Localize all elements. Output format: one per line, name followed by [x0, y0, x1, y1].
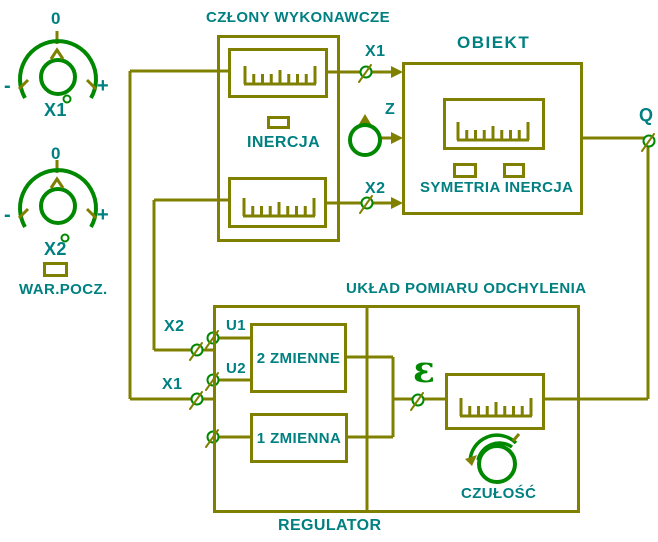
actuators-block-box: [217, 35, 340, 242]
signal-z-label: Z: [385, 101, 396, 118]
epsilon-symbol: ε: [413, 349, 436, 391]
x2-marker-icon: [60, 233, 70, 243]
probe-point-x1-out[interactable]: [358, 64, 373, 83]
actuator-meter-x2[interactable]: [228, 177, 327, 228]
actuator-meter-x1[interactable]: [228, 48, 328, 98]
sensitivity-arrow-icon: [465, 455, 477, 466]
probe-point-x2-out[interactable]: [359, 195, 374, 214]
x2-dial-minus-label[interactable]: -: [4, 204, 12, 226]
sensitivity-knob-icon[interactable]: [477, 444, 517, 484]
sensitivity-label: CZUŁOŚĆ: [461, 485, 537, 502]
probe-point-x2-feedback[interactable]: [189, 342, 204, 361]
signal-x2-label: X2: [365, 180, 386, 197]
arrowhead-x2-icon: [391, 197, 403, 209]
plant-title: OBIEKT: [457, 33, 531, 52]
x2-pointer-icon: [49, 176, 65, 189]
symmetry-param-button[interactable]: [453, 163, 477, 178]
arrowhead-z-icon: [391, 132, 403, 144]
inertia-label: INERCJA: [247, 134, 321, 151]
two-variables-label: 2 ZMIENNE: [256, 349, 341, 367]
z-disturbance-dial[interactable]: [348, 114, 382, 157]
x1-dial-label: X1: [44, 100, 67, 120]
probe-point-x1-feedback[interactable]: [189, 391, 204, 410]
x2-setpoint-dial[interactable]: [17, 160, 98, 243]
symmetry-inertia-label: SYMETRIA INERCJA: [420, 179, 574, 196]
x1-setpoint-dial[interactable]: [17, 31, 98, 104]
measurement-title: UKŁAD POMIARU ODCHYLENIA: [346, 280, 587, 297]
x1-pointer-icon: [49, 47, 65, 60]
u1-label: U1: [226, 317, 246, 334]
x1-marker-icon: [62, 94, 72, 104]
sensitivity-dial[interactable]: [465, 433, 521, 484]
probe-point-epsilon[interactable]: [410, 392, 425, 411]
x2-dial-label: X2: [44, 239, 67, 259]
x2-dial-plus-label[interactable]: +: [97, 204, 110, 226]
initial-condition-label: WAR.POCZ.: [19, 281, 108, 298]
regulator-title: REGULATOR: [278, 517, 382, 534]
signal-x1-label: X1: [365, 43, 386, 60]
initial-condition-button[interactable]: [43, 262, 68, 277]
arrowhead-x1-icon: [391, 66, 403, 78]
one-variable-label: 1 ZMIENNA: [256, 429, 342, 447]
signal-q-label: Q: [639, 105, 654, 125]
z-pointer-icon: [359, 114, 371, 124]
x1-knob-icon[interactable]: [39, 58, 77, 96]
plant-inertia-param-button[interactable]: [503, 163, 525, 178]
one-variable-block[interactable]: 1 ZMIENNA: [250, 413, 348, 463]
x2-knob-icon[interactable]: [39, 187, 77, 225]
two-variables-block[interactable]: 2 ZMIENNE: [250, 323, 347, 393]
u2-label: U2: [226, 360, 246, 377]
deviation-meter[interactable]: [445, 373, 545, 430]
x1-dial-minus-label[interactable]: -: [4, 75, 12, 97]
actuators-title: CZŁONY WYKONAWCZE: [206, 9, 391, 26]
x1-dial-plus-label[interactable]: +: [97, 75, 110, 97]
probe-point-q[interactable]: [641, 133, 656, 152]
x1-dial-zero-label: 0: [51, 9, 61, 28]
regulator-measurement-box: [213, 305, 580, 513]
z-knob-icon[interactable]: [348, 123, 382, 157]
x1-feedback-label: X1: [162, 376, 183, 393]
plant-meter[interactable]: [443, 98, 545, 150]
x2-feedback-label: X2: [164, 318, 185, 335]
x2-dial-zero-label: 0: [51, 144, 61, 163]
plant-block-box: [402, 62, 583, 215]
inertia-param-button[interactable]: [267, 116, 290, 129]
